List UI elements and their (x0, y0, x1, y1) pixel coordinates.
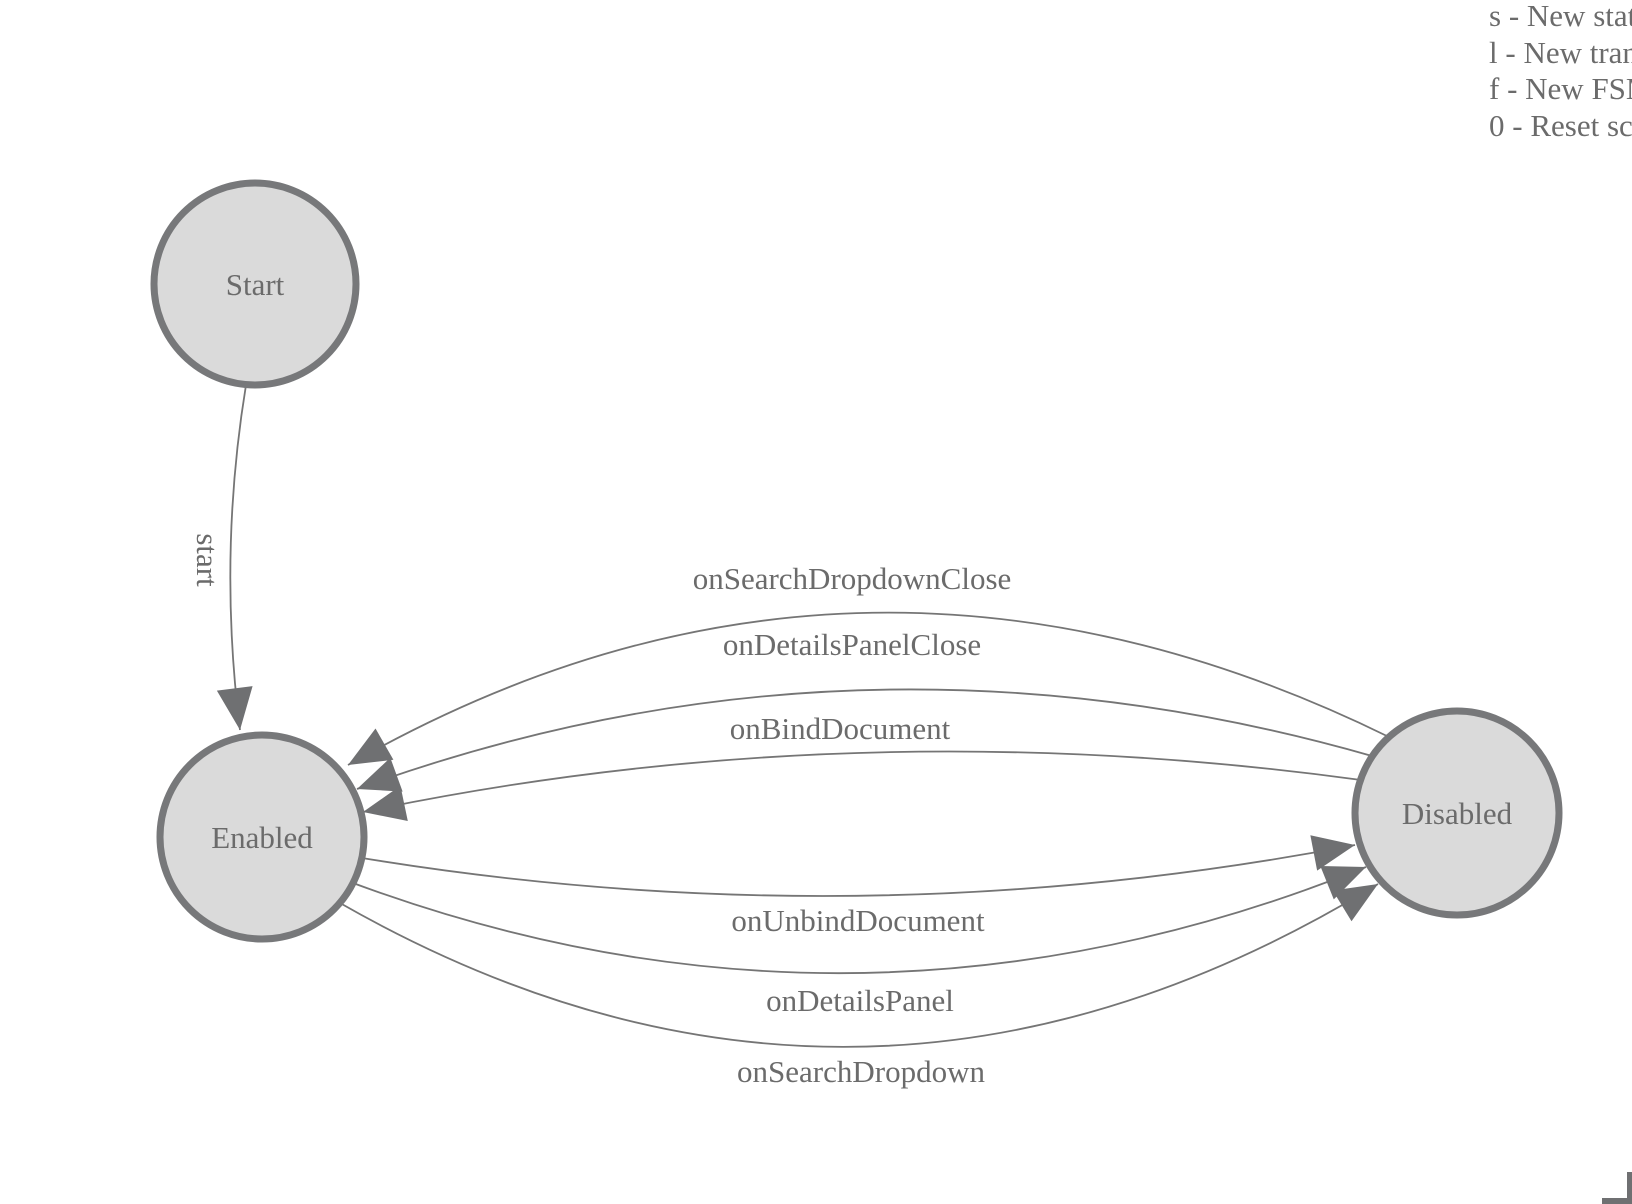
edge-onSearchDropdownClose[interactable] (347, 611, 1390, 766)
legend-key: f (1489, 71, 1500, 107)
legend-key: s (1489, 0, 1502, 33)
edge-label-onUnbindDocument[interactable]: onUnbindDocument (731, 903, 985, 938)
edge-start[interactable] (216, 384, 253, 731)
legend-item-new-transition: l - New transition (1489, 35, 1632, 72)
legend-key: l (1489, 34, 1498, 70)
state-node-disabled[interactable]: Disabled (1351, 707, 1563, 919)
edge-label-onBindDocument[interactable]: onBindDocument (730, 711, 951, 746)
edge-label-onDetailsPanel[interactable]: onDetailsPanel (766, 983, 954, 1018)
edge-label-start[interactable]: start (190, 533, 225, 587)
edge-onDetailsPanel[interactable] (352, 865, 1367, 975)
legend-key: 0 (1489, 107, 1505, 143)
resize-handle-corner[interactable] (1602, 1172, 1632, 1204)
state-label-start: Start (226, 267, 285, 302)
state-label-enabled: Enabled (211, 820, 313, 855)
legend-label: New transition (1523, 34, 1632, 70)
legend-label: New FSM (1525, 71, 1632, 107)
state-label-disabled: Disabled (1402, 796, 1513, 831)
state-node-start[interactable]: Start (150, 179, 360, 389)
shortcut-legend: s - New state l - New transition f - New… (1489, 0, 1632, 144)
edge-onUnbindDocument[interactable] (361, 835, 1356, 897)
legend-item-new-state: s - New state (1489, 0, 1632, 35)
edge-label-onSearchDropdownClose[interactable]: onSearchDropdownClose (693, 561, 1012, 596)
legend-separator: - (1504, 107, 1531, 143)
legend-separator: - (1499, 71, 1526, 107)
legend-label: New state (1526, 0, 1632, 33)
edge-label-onDetailsPanelClose[interactable]: onDetailsPanelClose (723, 627, 981, 662)
legend-item-reset-scale: 0 - Reset scale (1489, 108, 1632, 145)
legend-item-new-fsm: f - New FSM (1489, 71, 1632, 108)
legend-separator: - (1497, 34, 1524, 70)
edge-onSearchDropdown[interactable] (339, 883, 1379, 1048)
state-node-enabled[interactable]: Enabled (156, 731, 368, 943)
legend-separator: - (1501, 0, 1527, 33)
edge-label-onSearchDropdown[interactable]: onSearchDropdown (737, 1054, 985, 1089)
edge-onBindDocument[interactable] (362, 750, 1362, 822)
legend-label: Reset scale (1530, 107, 1632, 143)
edge-onDetailsPanelClose[interactable] (356, 688, 1373, 792)
